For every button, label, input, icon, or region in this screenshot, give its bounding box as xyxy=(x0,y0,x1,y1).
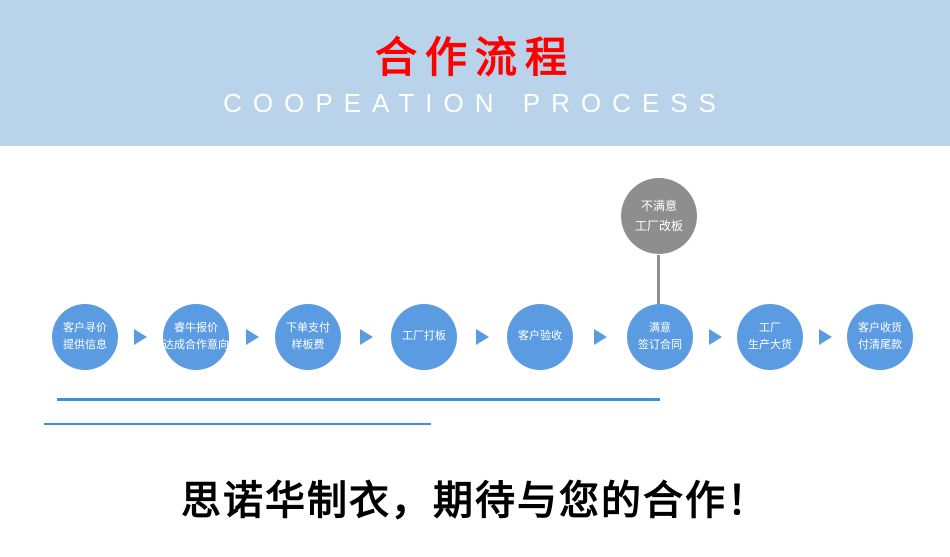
divider-line-long xyxy=(57,398,660,401)
flow-step-sign-contract: 满意 签订合同 xyxy=(627,304,693,370)
header-banner: 合作流程 COOPEATION PROCESS xyxy=(0,0,950,146)
arrow-right-icon xyxy=(709,329,722,345)
arrow-right-icon xyxy=(819,329,832,345)
flow-step-final-payment: 客户收货 付清尾款 xyxy=(847,304,913,370)
arrow-right-icon xyxy=(476,329,489,345)
footer-slogan: 思诺华制衣，期待与您的合作！ xyxy=(181,479,769,523)
divider-line-short xyxy=(44,423,431,425)
banner-subtitle: COOPEATION PROCESS xyxy=(223,88,727,118)
banner-title: 合作流程 xyxy=(374,34,575,81)
arrow-right-icon xyxy=(360,329,373,345)
flow-step-quotation: 睿牛报价 达成合作意向 xyxy=(163,304,229,370)
arrow-right-icon xyxy=(246,329,259,345)
rework-connector-line xyxy=(657,255,660,305)
flow-step-factory-sample: 工厂打板 xyxy=(391,304,457,370)
arrow-right-icon xyxy=(594,329,607,345)
flow-step-customer-check: 客户验收 xyxy=(507,304,573,370)
flow-step-sample-fee: 下单支付 样板费 xyxy=(275,304,341,370)
flow-node-rework: 不满意 工厂改板 xyxy=(621,178,697,254)
arrow-right-icon xyxy=(134,329,147,345)
flow-step-inquiry: 客户寻价 提供信息 xyxy=(52,304,118,370)
flow-step-bulk-production: 工厂 生产大货 xyxy=(737,304,803,370)
